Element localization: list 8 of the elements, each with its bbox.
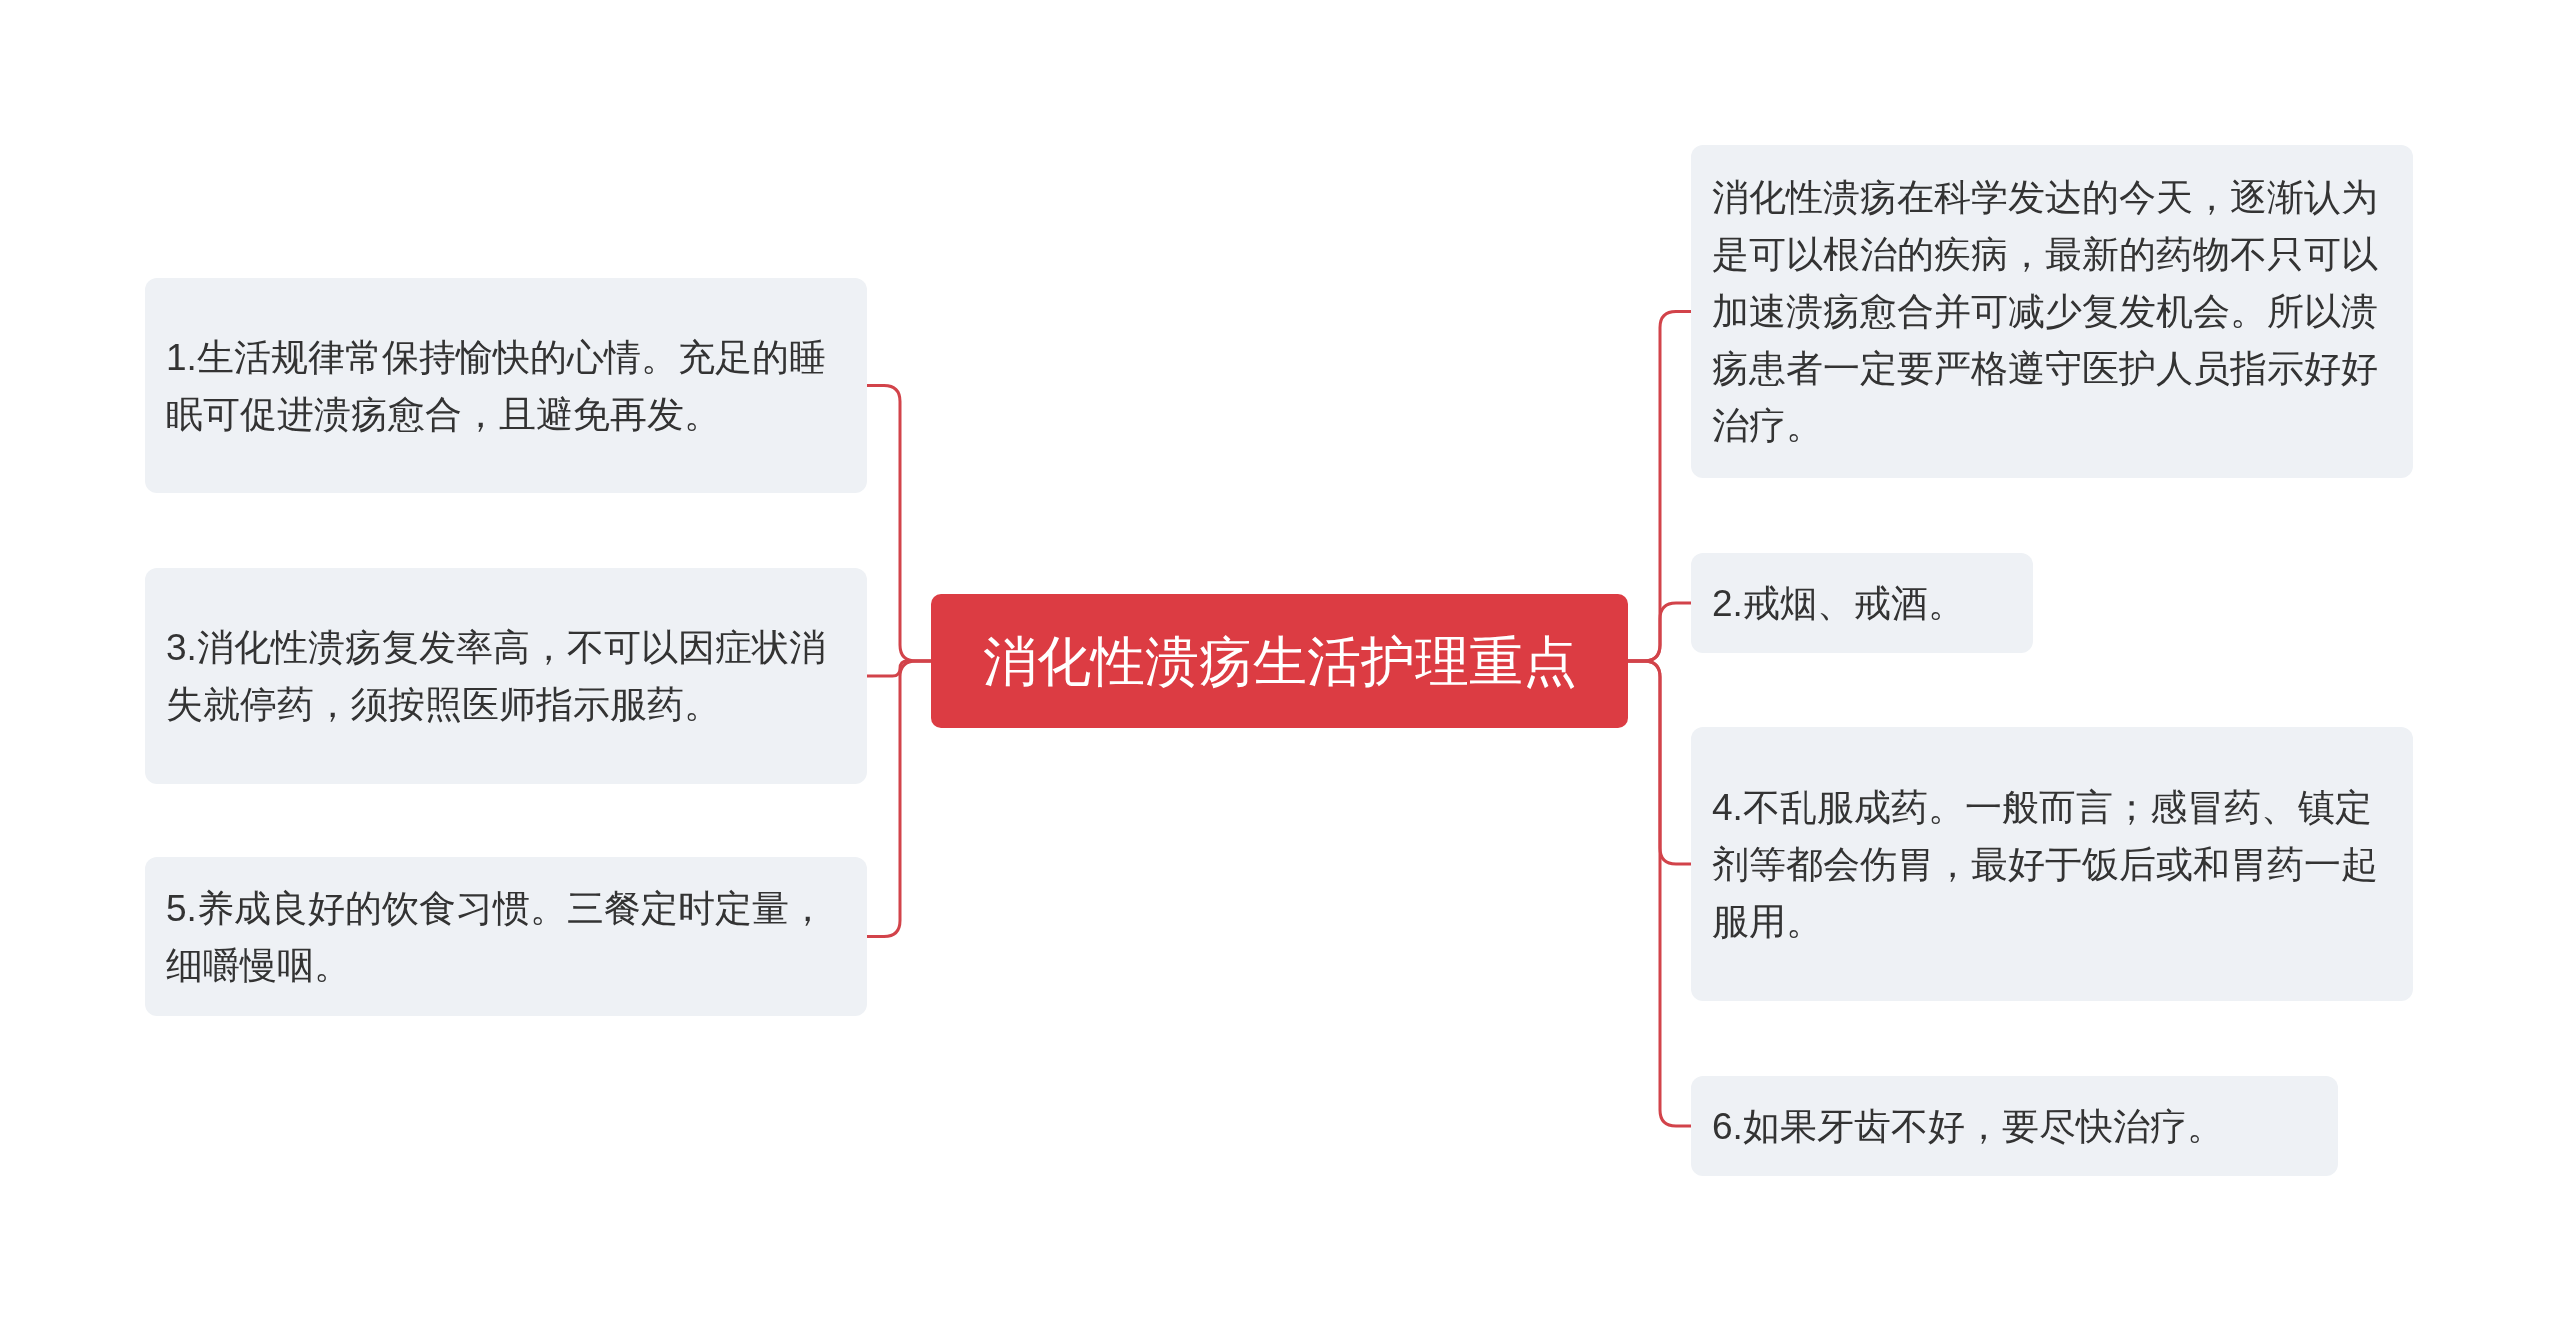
topic-box: 1.生活规律常保持愉快的心情。充足的睡眠可促进溃疡愈合，且避免再发。 — [145, 278, 867, 493]
central-topic-box: 消化性溃疡生活护理重点 — [931, 594, 1628, 728]
topic-box: 5.养成良好的饮食习惯。三餐定时定量，细嚼慢咽。 — [145, 857, 867, 1016]
topic-box: 6.如果牙齿不好，要尽快治疗。 — [1691, 1076, 2338, 1176]
topic-box: 3.消化性溃疡复发率高，不可以因症状消失就停药，须按照医师指示服药。 — [145, 568, 867, 784]
topic-box: 消化性溃疡在科学发达的今天，逐渐认为是可以根治的疾病，最新的药物不只可以加速溃疡愈合并可减少复发机会。所以溃疡患者一定要严格遵守医护人员指示好好治疗。 — [1691, 145, 2413, 478]
topic-box: 2.戒烟、戒酒。 — [1691, 553, 2033, 653]
topic-box: 4.不乱服成药。一般而言；感冒药、镇定剂等都会伤胃，最好于饭后或和胃药一起服用。 — [1691, 727, 2413, 1001]
